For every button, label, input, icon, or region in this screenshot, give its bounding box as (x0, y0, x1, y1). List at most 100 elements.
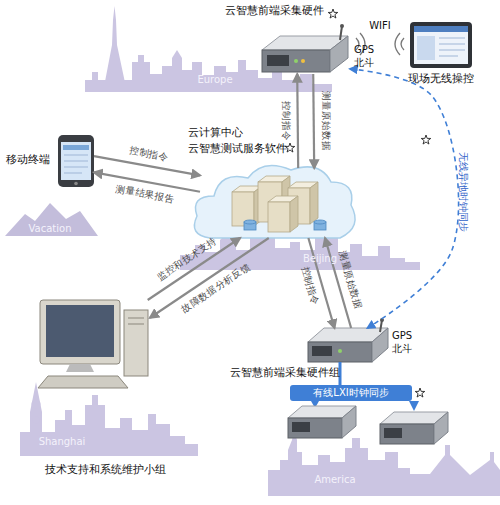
edge-label: 故障数据分析反馈 (180, 261, 253, 316)
star-mark (415, 388, 425, 397)
sync-arrow (409, 401, 419, 411)
node-text: 现场无线操控 (408, 72, 474, 85)
text-label: Shanghai (39, 436, 86, 448)
node-text: 云智慧前端采集硬件组 (230, 366, 340, 379)
device-front (288, 418, 342, 438)
device-side (434, 412, 448, 444)
computer-art (38, 300, 148, 388)
device-panel (267, 55, 289, 66)
text-label: Beijing (303, 253, 337, 265)
screen-header (414, 26, 468, 32)
collector-device-art (262, 24, 348, 72)
screen-row (64, 167, 88, 168)
drive-slot (128, 318, 144, 319)
device-panel (292, 422, 310, 432)
screen-row (439, 38, 465, 39)
screen-panel (417, 36, 435, 60)
antenna-tip (340, 24, 344, 28)
city-skyline (85, 50, 332, 92)
device-front (308, 342, 372, 362)
edge-label: 测量原始数据 (335, 249, 363, 310)
screen-row (439, 44, 465, 45)
star-marks (285, 9, 431, 397)
eiffel-tower (103, 6, 127, 92)
node-text: 云计算中心 (188, 126, 243, 139)
drive-slot (128, 324, 144, 325)
device-side (342, 406, 356, 438)
edge-label: 控制指令 (128, 144, 170, 163)
text-label: Vacation (29, 223, 72, 235)
phone-screen (61, 142, 91, 180)
star-mark (328, 9, 338, 18)
wifi-arc (401, 38, 404, 50)
flow-arrow (312, 74, 315, 168)
edge-label: 测量结果报告 (114, 183, 175, 206)
wifi-arc (395, 33, 400, 55)
node-text: 云智慧测试服务软件 (188, 142, 287, 155)
support-workstation: 技术支持和系统维护小组 (40, 300, 150, 390)
storage-disks (244, 220, 326, 230)
node-text: 云智慧前端采集硬件 (225, 4, 324, 17)
edge-label: 监控和技术支持 (155, 235, 220, 284)
device-led (301, 59, 305, 63)
device-led (338, 349, 342, 353)
text-label: GPS (392, 330, 412, 342)
server-side (310, 182, 318, 224)
monitor-stand (66, 364, 94, 372)
keyboard (38, 376, 128, 388)
home-button (74, 182, 78, 186)
screen-row (439, 56, 458, 57)
gps-antenna (340, 26, 342, 40)
server-side (290, 196, 298, 232)
server-cluster (232, 176, 318, 232)
text-label: 北斗 (392, 343, 412, 355)
cloud-shape (194, 166, 355, 239)
text-label: Europe (197, 74, 232, 86)
tower-sphere (33, 417, 40, 424)
collector-device-art (308, 318, 388, 362)
tablet-art (410, 22, 472, 68)
text-label: 北斗 (354, 57, 374, 69)
device-side (372, 328, 388, 362)
collector-device-group: 云智慧前端采集硬件组 (308, 328, 388, 364)
tower-sphere (32, 400, 41, 409)
cloud-center: 云计算中心云智慧测试服务软件 (200, 168, 348, 238)
text-label: GPS (354, 44, 374, 56)
device-front (262, 50, 330, 72)
flow-arrow (296, 74, 299, 168)
disk-top (314, 220, 326, 224)
phone-body (58, 135, 94, 187)
device-front (380, 424, 434, 444)
collector-device: 云智慧前端采集硬件 (260, 34, 350, 74)
city-skyline (20, 382, 198, 456)
disk-top (244, 220, 256, 224)
node-text: 移动终端 (6, 153, 50, 166)
edge-label: 控制指令 (279, 101, 291, 141)
screen-row (64, 173, 82, 174)
mountains (5, 203, 98, 236)
server-front (268, 202, 290, 232)
monitor-screen (46, 305, 114, 357)
tablet-controller: 现场无线操控 (410, 22, 472, 68)
pc-tower (124, 310, 148, 376)
mobile-terminal: 移动终端 (58, 135, 94, 187)
monitor-frame (40, 300, 120, 364)
star-mark (421, 135, 431, 144)
device-panel (384, 428, 402, 438)
screen-header (63, 145, 89, 150)
text-label: 有线LXI时钟同步 (313, 387, 388, 399)
device-led (294, 59, 298, 63)
edge-label: 无线异地时钟同步 (457, 152, 469, 232)
antenna-tip (380, 318, 384, 322)
device-side (330, 36, 348, 72)
screen-row (64, 155, 88, 156)
text-label: America (314, 474, 355, 486)
edge-label: 测量原始数据 (319, 91, 332, 151)
tablet-screen (414, 26, 468, 64)
sync-connector (350, 69, 459, 328)
